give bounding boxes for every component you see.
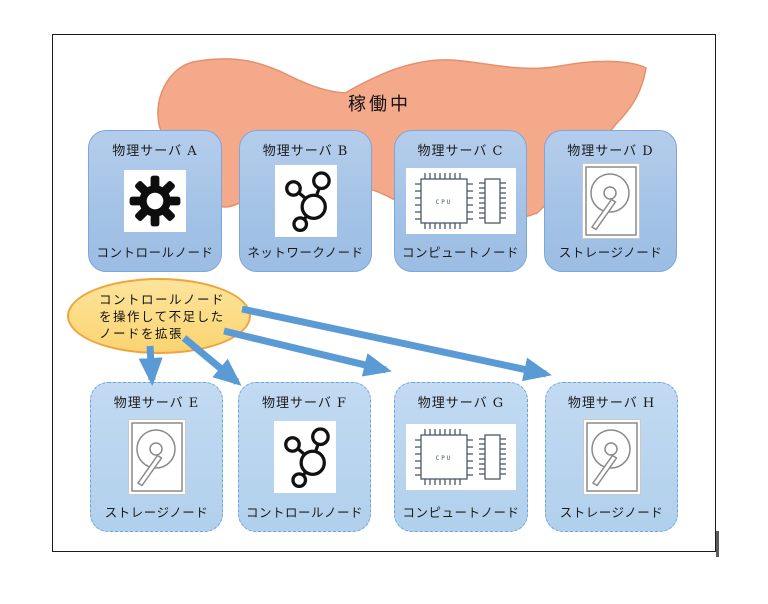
hard-disk-icon	[127, 418, 186, 495]
node-type-label: コントロールノード	[96, 245, 214, 260]
callout-line: を操作して不足した	[99, 308, 225, 324]
server-title: 物理サーバ H	[567, 396, 656, 411]
server-title: 物理サーバ G	[417, 396, 505, 411]
node-type-label: コンピュートノード	[402, 505, 520, 520]
node-type-label: ストレージノード	[558, 245, 663, 260]
running-label: 稼働中	[348, 94, 411, 115]
svg-text:CPU: CPU	[435, 199, 452, 206]
frame-edge-mark	[716, 531, 719, 557]
server-title: 物理サーバ E	[113, 396, 200, 411]
server-box-d: 物理サーバ D ストレージノード	[544, 130, 677, 272]
server-box-b: 物理サーバ B ネットワークノード	[239, 130, 372, 272]
cpu-chip-icon: CPU	[405, 167, 516, 234]
expand-callout-bubble: コントロールノード を操作して不足した ノードを拡張	[67, 278, 251, 354]
server-title: 物理サーバ B	[262, 144, 349, 159]
cpu-chip-icon: CPU	[406, 423, 516, 490]
server-title: 物理サーバ C	[417, 144, 504, 159]
node-type-label: コントロールノード	[245, 505, 363, 520]
hard-disk-icon	[582, 418, 641, 495]
server-box-a: 物理サーバ A コントロールノード	[88, 130, 222, 272]
network-molecule-icon	[274, 164, 337, 237]
diagram-frame	[52, 34, 716, 552]
gear-icon	[124, 169, 186, 232]
server-box-h: 物理サーバ H ストレージノード	[545, 382, 678, 532]
node-type-label: ストレージノード	[104, 505, 209, 520]
server-box-f: 物理サーバ F コントロールノード	[238, 382, 371, 532]
server-title: 物理サーバ A	[112, 144, 198, 159]
server-title: 物理サーバ D	[567, 144, 654, 159]
server-title: 物理サーバ F	[261, 396, 348, 411]
hard-disk-icon	[581, 162, 640, 239]
server-box-e: 物理サーバ E ストレージノード	[90, 382, 223, 532]
node-type-label: コンピュートノード	[401, 245, 519, 260]
node-type-label: ストレージノード	[559, 505, 664, 520]
server-box-g: 物理サーバ G CPU コンピュートノード	[394, 382, 528, 532]
svg-text:CPU: CPU	[436, 455, 453, 462]
node-type-label: ネットワークノード	[247, 245, 364, 260]
callout-line: ノードを拡張	[99, 325, 184, 341]
server-box-c: 物理サーバ C CPU コンピュートノード	[394, 130, 527, 272]
network-molecule-icon	[273, 420, 336, 493]
callout-line: コントロールノード	[99, 291, 226, 307]
